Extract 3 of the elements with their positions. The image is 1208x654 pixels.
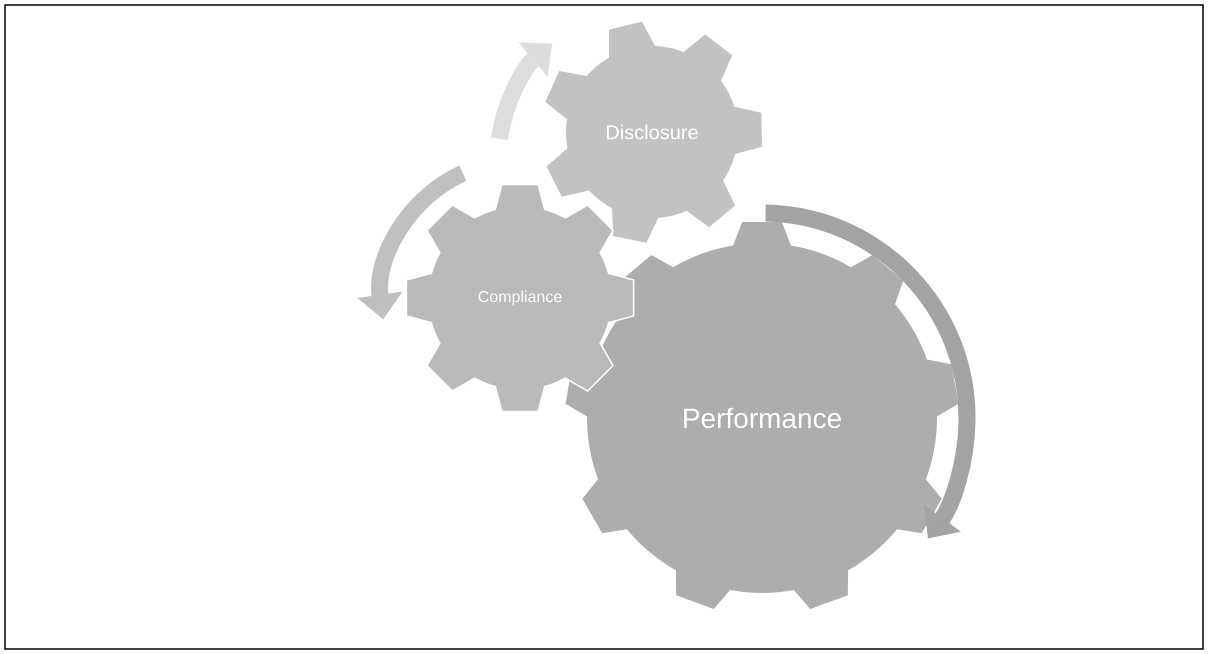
gear: Disclosure — [545, 21, 763, 243]
gear: Performance — [565, 222, 959, 609]
gear: Compliance — [405, 183, 635, 413]
